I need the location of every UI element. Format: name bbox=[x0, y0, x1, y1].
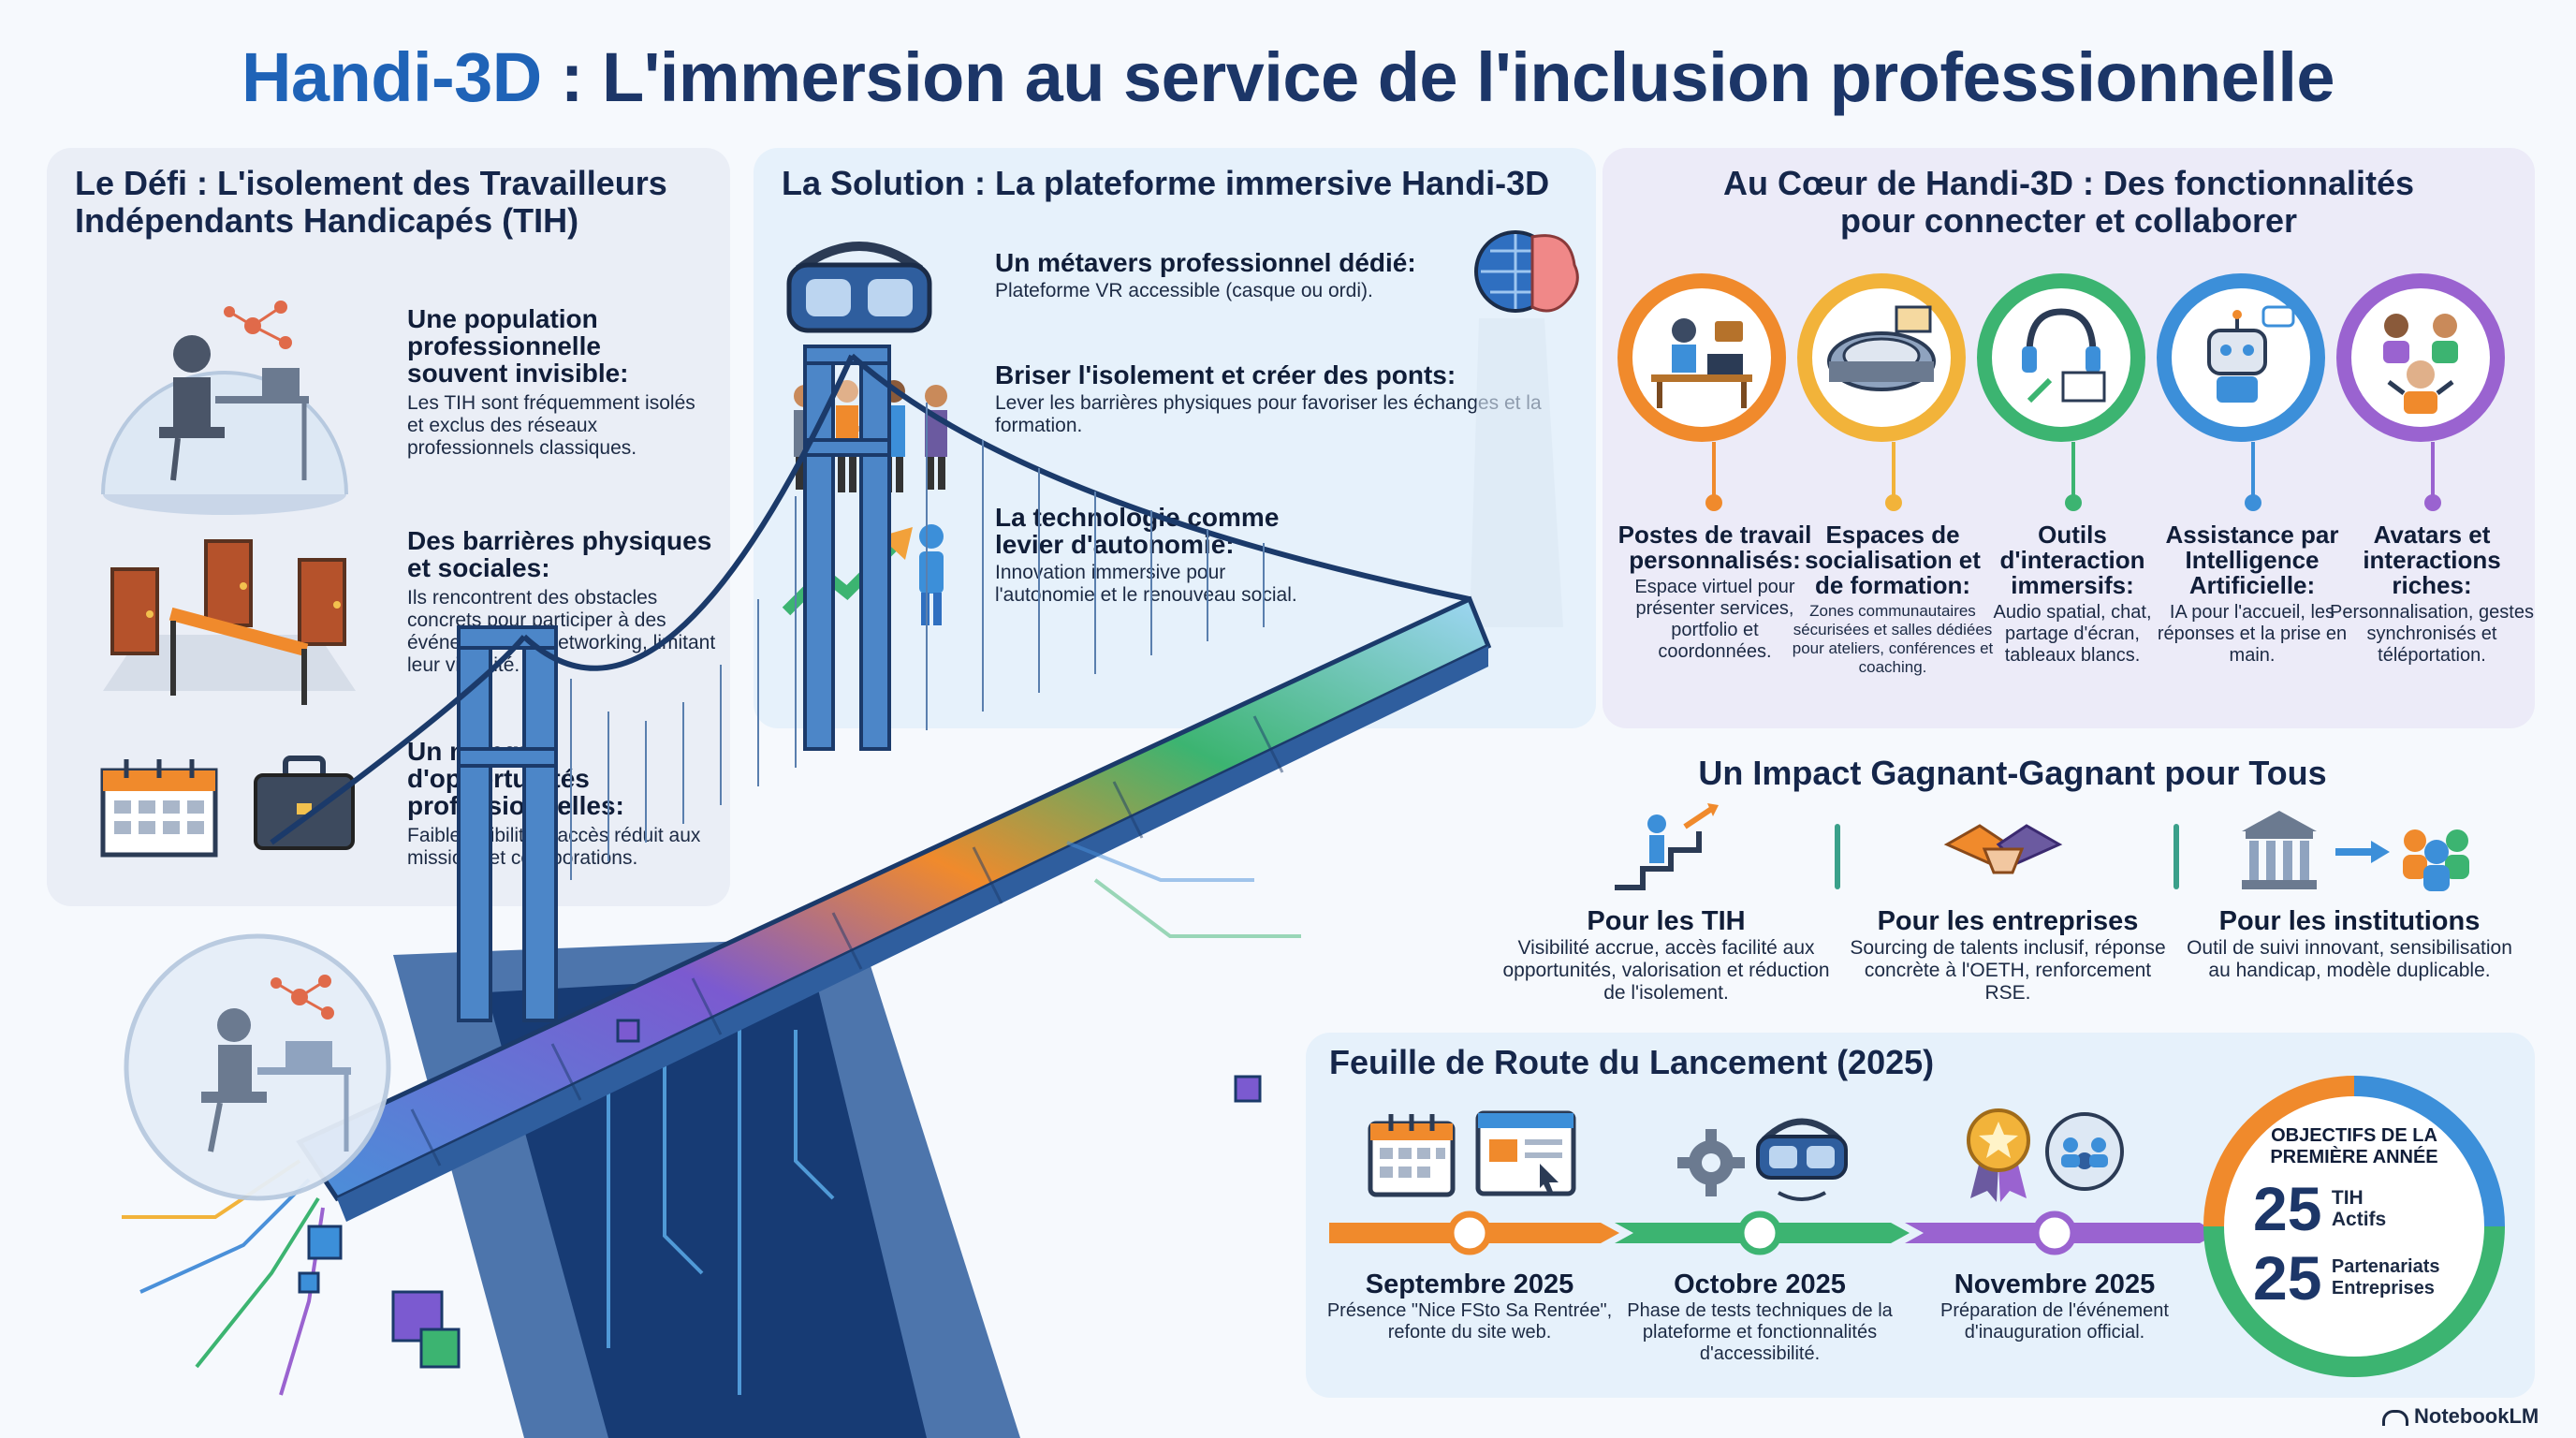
impact-divider bbox=[1835, 824, 1840, 889]
title-brand: Handi-3D bbox=[241, 38, 542, 116]
features-title: Au Cœur de Handi-3D : Des fonctionnalité… bbox=[1722, 164, 2415, 240]
calendar-icon bbox=[1365, 1107, 1458, 1200]
calendar-icon bbox=[94, 742, 225, 864]
impact-item-companies: Pour les entreprises Sourcing de talents… bbox=[1850, 906, 2166, 1004]
roadmap-step-november: Novembre 2025 Préparation de l'événement… bbox=[1940, 1269, 2169, 1343]
feature-circle-avatars bbox=[2336, 273, 2505, 442]
desk-worker-icon bbox=[1651, 318, 1752, 408]
challenge-panel: Le Défi : L'isolement des Travailleurs I… bbox=[47, 148, 730, 906]
challenge-item-2: Des barrières physiques et sociales: Ils… bbox=[407, 526, 716, 676]
page-title: Handi-3D : L'immersion au service de l'i… bbox=[0, 37, 2576, 117]
feature-dot bbox=[2424, 494, 2441, 511]
feature-circle-tools bbox=[1977, 273, 2145, 442]
title-rest: : L'immersion au service de l'inclusion … bbox=[541, 38, 2335, 116]
impact-item-tih: Pour les TIH Visibilité accrue, accès fa… bbox=[1502, 906, 1830, 1004]
roadmap-title: Feuille de Route du Lancement (2025) bbox=[1329, 1043, 1935, 1081]
impact-divider bbox=[2174, 824, 2179, 889]
roadmap-step-september: Septembre 2025 Présence "Nice FSto Sa Re… bbox=[1326, 1269, 1613, 1343]
institution-to-people-icon bbox=[2232, 803, 2485, 897]
solution-panel: La Solution : La plateforme immersive Ha… bbox=[754, 148, 1596, 728]
headphones-screen-icon bbox=[2022, 308, 2106, 404]
briefcase-icon bbox=[248, 747, 360, 859]
feature-dot bbox=[1705, 494, 1722, 511]
feature-item-2: Espaces de socialisation et de formation… bbox=[1792, 521, 1994, 677]
feature-item-1: Postes de travail personnalisés: Espace … bbox=[1617, 521, 1812, 663]
roadmap-timeline bbox=[1329, 1210, 2218, 1256]
arena-icon bbox=[1827, 305, 1936, 391]
feature-item-5: Avatars et interactions riches: Personna… bbox=[2330, 521, 2534, 667]
solution-item-1: Un métavers professionnel dédié: Platefo… bbox=[995, 248, 1416, 301]
roadmap-step-october: Octobre 2025 Phase de tests techniques d… bbox=[1627, 1269, 1893, 1364]
stairs-climb-icon bbox=[1610, 803, 1722, 897]
feature-circle-workstation bbox=[1617, 273, 1786, 442]
vr-headset-icon bbox=[780, 223, 939, 345]
feature-stem bbox=[2251, 442, 2255, 507]
solution-item-3: La technologie comme levier d'autonomie:… bbox=[995, 503, 1297, 606]
notebooklm-logo-icon bbox=[2382, 1409, 2408, 1426]
solution-item-2: Briser l'isolement et créer des ponts: L… bbox=[995, 360, 1542, 436]
robot-icon bbox=[2207, 305, 2295, 403]
gear-icon bbox=[1674, 1125, 1749, 1200]
avatars-icon bbox=[2383, 314, 2458, 414]
feature-dot bbox=[2065, 494, 2082, 511]
feature-stem bbox=[1892, 442, 1895, 507]
challenge-title: Le Défi : L'isolement des Travailleurs I… bbox=[75, 164, 667, 240]
community-globe-icon bbox=[2042, 1109, 2127, 1194]
impact-item-institutions: Pour les institutions Outil de suivi inn… bbox=[2187, 906, 2512, 981]
people-handshake-icon bbox=[777, 373, 964, 494]
feature-circle-social bbox=[1797, 273, 1966, 442]
feature-circle-ai bbox=[2157, 273, 2325, 442]
website-icon bbox=[1474, 1109, 1577, 1198]
feature-stem bbox=[1712, 442, 1716, 507]
feature-item-4: Assistance par Intelligence Artificielle… bbox=[2157, 521, 2348, 667]
feature-stem bbox=[2431, 442, 2435, 507]
isolated-person-icon bbox=[84, 270, 365, 522]
objectives-title: OBJECTIFS DE LA PREMIÈRE ANNÉE bbox=[2270, 1125, 2438, 1167]
solution-title: La Solution : La plateforme immersive Ha… bbox=[782, 164, 1550, 202]
globe-brain-icon bbox=[1467, 213, 1584, 330]
impact-title: Un Impact Gagnant-Gagnant pour Tous bbox=[1698, 754, 2327, 792]
feature-stem bbox=[2071, 442, 2075, 507]
feature-dot bbox=[1885, 494, 1902, 511]
feature-item-3: Outils d'interaction immersifs: Audio sp… bbox=[1993, 521, 2152, 667]
feature-dot bbox=[2245, 494, 2261, 511]
challenge-item-3: Un manque d'opportunités professionnelle… bbox=[407, 737, 701, 869]
objectives-ring: OBJECTIFS DE LA PREMIÈRE ANNÉE 25 TIH Ac… bbox=[2195, 1067, 2513, 1386]
footer-brand: NotebookLM bbox=[2382, 1404, 2539, 1429]
objective-tih: 25 TIH Actifs bbox=[2253, 1174, 2387, 1243]
isolated-person-bubble-icon bbox=[117, 927, 398, 1208]
growth-arrow-person-icon bbox=[782, 518, 959, 630]
closed-doors-barrier-icon bbox=[84, 532, 374, 710]
vr-headset-icon bbox=[1750, 1103, 1853, 1206]
award-medal-icon bbox=[1961, 1105, 2036, 1203]
challenge-item-1: Une population professionnelle souvent i… bbox=[407, 304, 695, 459]
handshake-icon bbox=[1942, 807, 2064, 891]
objective-partnerships: 25 Partenariats Entreprises bbox=[2253, 1243, 2440, 1313]
